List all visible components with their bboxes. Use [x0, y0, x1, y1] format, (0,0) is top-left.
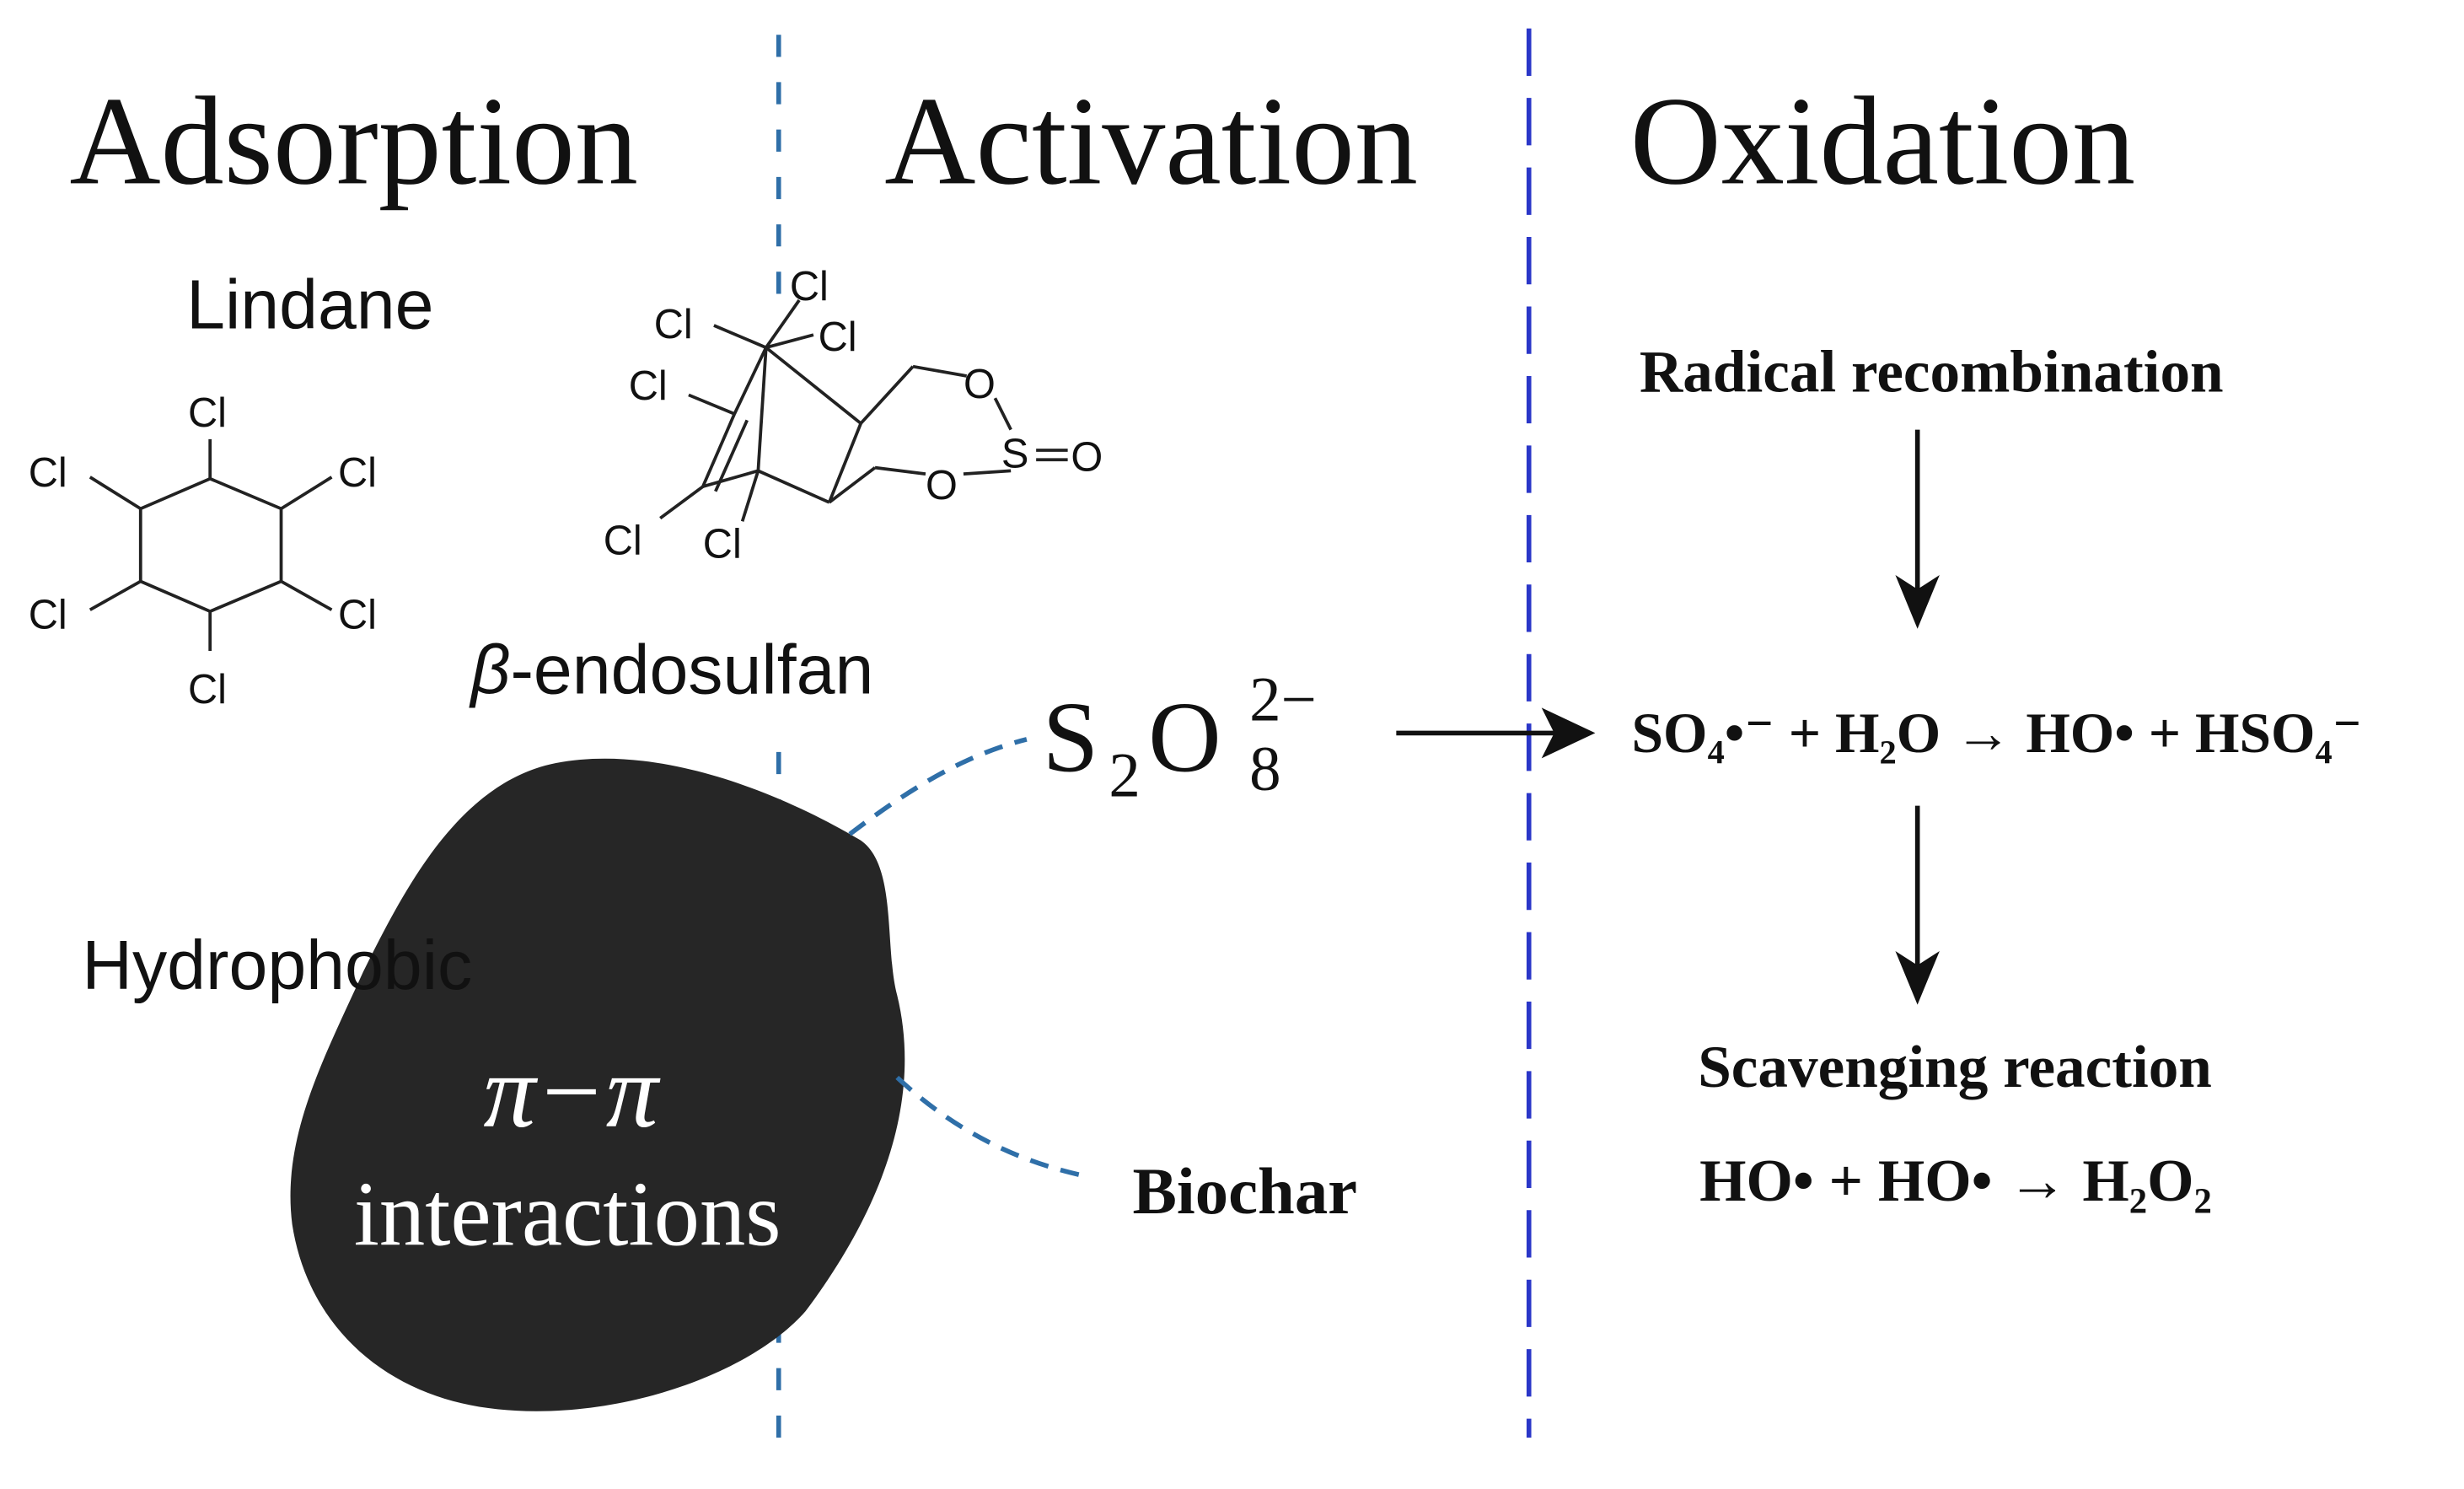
radical-recombination-label: Radical recombination [1640, 340, 2224, 406]
pi-pi-label: π−π [483, 1034, 660, 1149]
lindane-cl-top: Cl [188, 390, 227, 436]
endosulfan-label-beta: β [468, 632, 510, 709]
persulfate-s: S [1043, 680, 1099, 793]
biochar-particle [290, 758, 905, 1411]
endosulfan-label: β-endosulfan [468, 632, 873, 709]
endosulfan-o-double: O [1071, 434, 1103, 480]
lindane-label: Lindane [186, 266, 433, 344]
persulfate-s-subscript: 2 [1109, 740, 1140, 810]
endosulfan-cl-1: Cl [790, 264, 829, 309]
endosulfan-label-text: -endosulfan [510, 632, 873, 709]
lindane-cl-lower-left: Cl [29, 593, 67, 638]
persulfate-o: O [1148, 680, 1221, 793]
scavenging-reaction-label: Scavenging reaction [1698, 1035, 2212, 1100]
lindane-cl-bottom: Cl [188, 667, 227, 712]
endosulfan-cl-5: Cl [604, 519, 642, 564]
lindane-cl-upper-right: Cl [338, 450, 377, 496]
endosulfan-o-ring-bottom: O [926, 463, 958, 508]
persulfate-o-subscript: 8 [1249, 734, 1280, 804]
arrow-to-scavenging-down [1895, 805, 1940, 1005]
lindane-cl-lower-right: Cl [338, 593, 377, 638]
endosulfan-cl-6: Cl [703, 521, 742, 567]
hydrophobic-label: Hydrophobic [82, 927, 472, 1004]
lindane-structure: Cl Cl Cl Cl Cl Cl [29, 390, 377, 712]
endosulfan-cl-3: Cl [819, 314, 857, 360]
main-reaction-equation: SO₄•⁻ + H₂O → HO• + HSO₄⁻ [1632, 701, 2363, 765]
interactions-label: interactions [354, 1163, 781, 1265]
lindane-cl-upper-left: Cl [29, 450, 67, 496]
endosulfan-o-ring-top: O [964, 362, 996, 407]
heading-activation: Activation [884, 71, 1418, 211]
scavenging-reaction-equation: HO• + HO• → H₂O₂ [1699, 1148, 2212, 1214]
persulfate-charge: 2− [1249, 664, 1317, 734]
heading-oxidation: Oxidation [1630, 71, 2135, 211]
endosulfan-s: S [1001, 432, 1029, 477]
biochar-label: Biochar [1132, 1155, 1357, 1228]
link-biochar-to-persulfate [848, 737, 1028, 836]
endosulfan-structure: Cl Cl Cl Cl Cl Cl O S O O [604, 264, 1103, 567]
endosulfan-cl-2: Cl [654, 302, 693, 347]
link-biochar-to-label [895, 1075, 1091, 1180]
heading-adsorption: Adsorption [69, 71, 637, 211]
endosulfan-cl-4: Cl [629, 363, 668, 409]
persulfate-formula: S 2 O 8 2− [1043, 664, 1317, 810]
arrow-recombination-down [1895, 429, 1940, 629]
arrow-persulfate-to-oxidation [1396, 707, 1596, 759]
